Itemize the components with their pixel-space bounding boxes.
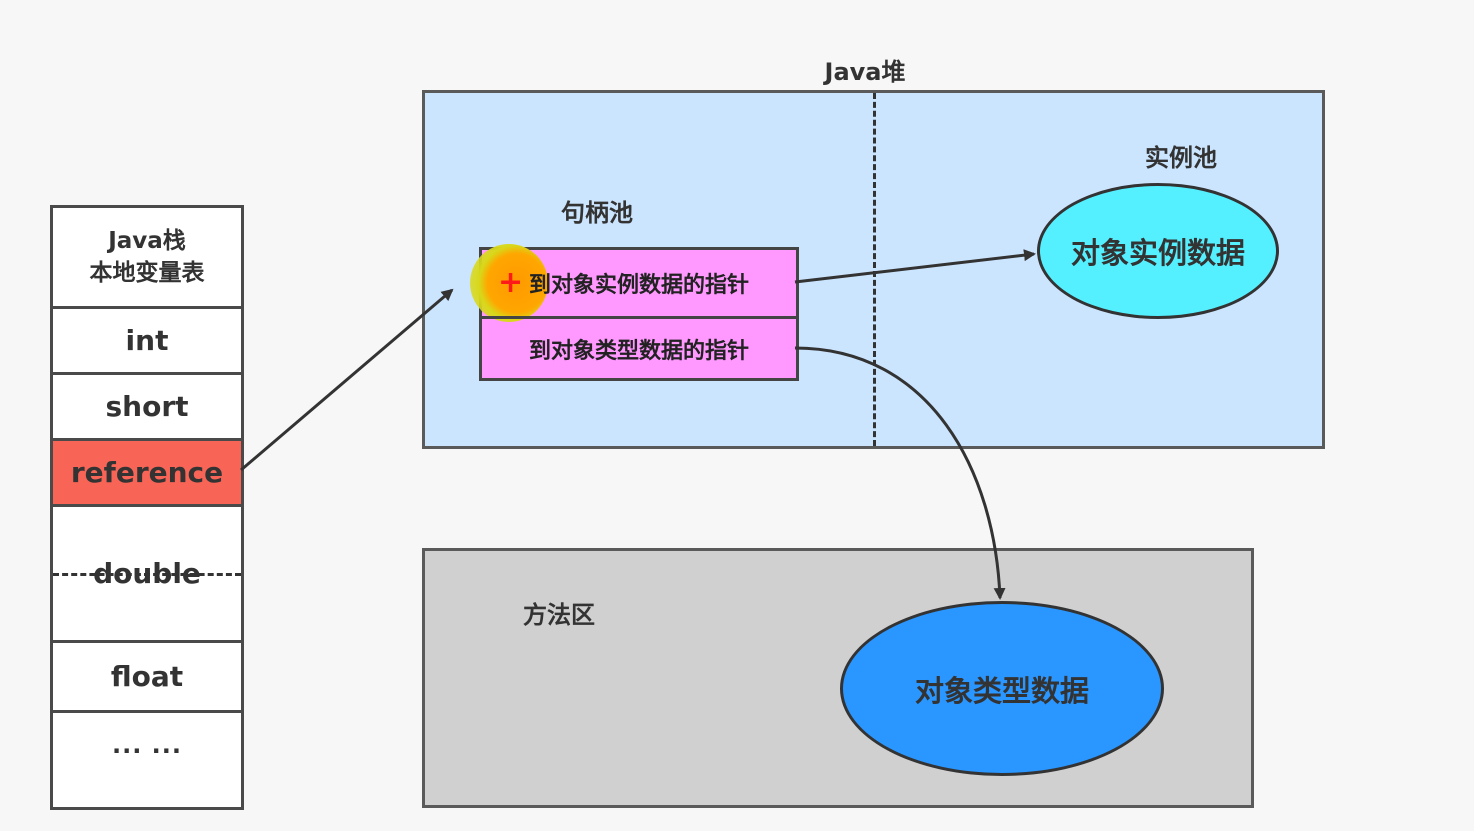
java-stack-title-line2: 本地变量表	[89, 260, 205, 286]
handle-type-pointer: 到对象类型数据的指针	[482, 316, 796, 378]
handle: + 到对象实例数据的指针 到对象类型数据的指针	[470, 244, 799, 381]
stack-cell-ellipsis: ... ...	[111, 731, 183, 759]
plus-icon: +	[498, 265, 524, 300]
stack-cell-reference: reference	[53, 441, 241, 507]
stack-cell-short: short	[53, 375, 241, 441]
type-data-label: 对象类型数据	[914, 673, 1089, 708]
java-stack-title: Java栈 本地变量表	[53, 208, 241, 309]
java-heap-title: Java堆	[824, 58, 906, 86]
stack-cell-double: double	[53, 507, 241, 643]
arrow-reference-to-handle	[240, 288, 454, 472]
stack-cell-double-label: double	[93, 557, 201, 590]
heap-divider	[873, 93, 876, 446]
method-area: 方法区 对象类型数据	[422, 548, 1254, 808]
handle-instance-pointer-label: 到对象实例数据的指针	[528, 273, 749, 298]
stack-cell-int: int	[53, 309, 241, 375]
java-heap: 句柄池 实例池 + 到对象实例数据的指针 到对象类型数据的指针 对象实例数据	[422, 90, 1325, 449]
method-area-label: 方法区	[523, 601, 595, 629]
stack-cell-float: float	[53, 643, 241, 713]
instance-data-label: 对象实例数据	[1070, 236, 1245, 270]
type-data-node: 对象类型数据	[840, 601, 1164, 776]
double-slot-divider	[53, 573, 241, 576]
handle-type-pointer-label: 到对象类型数据的指针	[528, 338, 749, 364]
cursor-highlight	[470, 244, 548, 322]
handle-pool-label: 句柄池	[561, 199, 633, 227]
java-stack: Java栈 本地变量表 int short reference double f…	[50, 205, 244, 810]
java-stack-title-line1: Java栈	[108, 228, 186, 254]
instance-pool-label: 实例池	[1145, 144, 1217, 172]
handle-instance-pointer: + 到对象实例数据的指针	[470, 244, 796, 322]
instance-data-node: 对象实例数据	[1037, 183, 1279, 319]
